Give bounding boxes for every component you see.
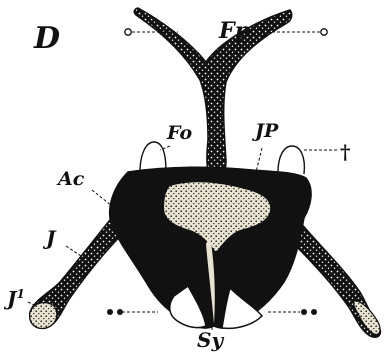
label-fp: Fp (219, 20, 250, 42)
label-j: J (46, 228, 55, 248)
label-j1: J1 (7, 288, 25, 309)
label-jp: JP (255, 122, 278, 141)
jp-outline (278, 146, 304, 174)
leader-jp (256, 148, 262, 172)
marker-dots-left (107, 309, 123, 315)
marker-circle-left (125, 29, 131, 35)
leader-ac (92, 190, 112, 206)
label-ac: Ac (58, 170, 84, 189)
marker-circle-right (321, 29, 327, 35)
label-dagger: † (340, 142, 350, 162)
fp-process (134, 8, 291, 180)
panel-letter: D (34, 24, 60, 54)
marker-dots-right (301, 309, 317, 315)
label-j1-superscript: 1 (16, 287, 24, 301)
left-arm-tip-j1 (30, 303, 57, 329)
label-fo: Fo (167, 124, 192, 143)
label-sy: Sy (197, 330, 223, 350)
